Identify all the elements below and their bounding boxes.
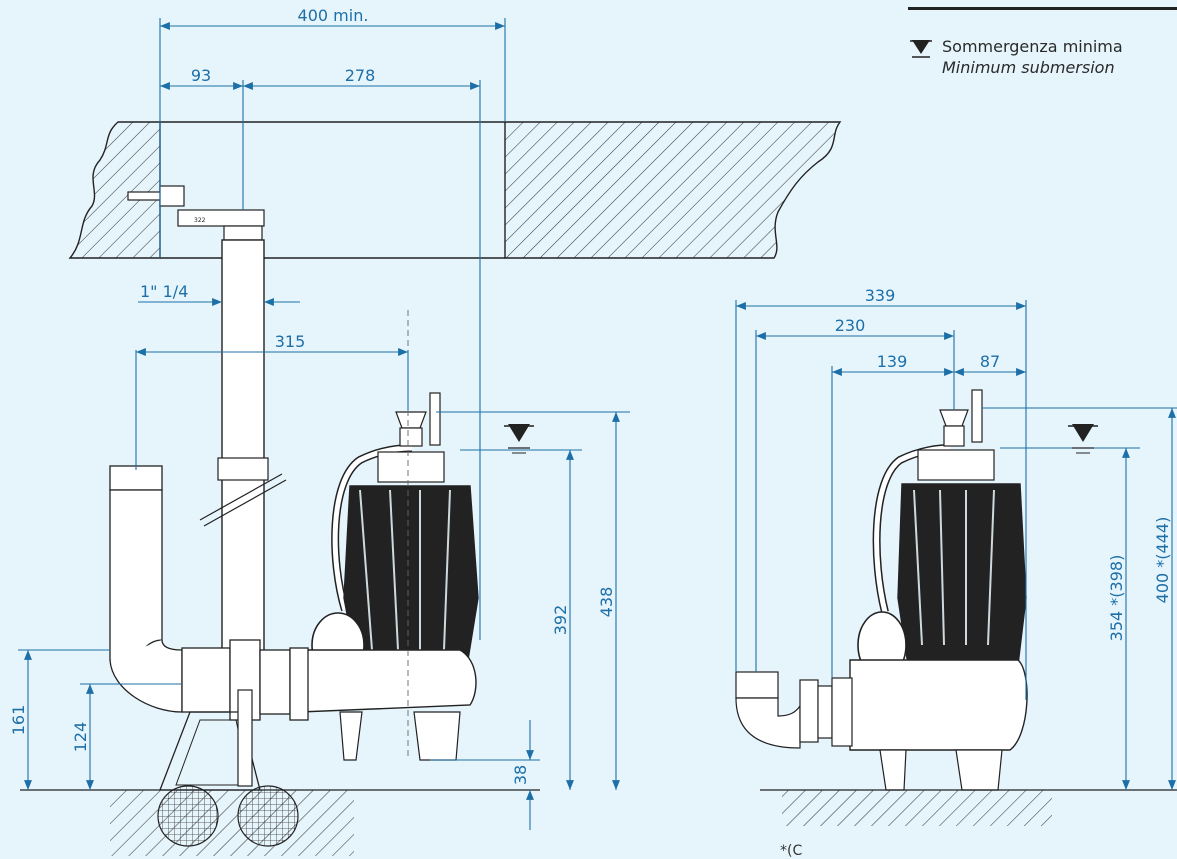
dim-float-height: 392	[551, 605, 570, 636]
ceiling-slab	[68, 121, 842, 259]
right-dimensions	[735, 300, 1177, 790]
left-pump	[299, 310, 479, 761]
dim-base-clearance: 38	[511, 765, 530, 785]
footnote: *(C	[780, 843, 803, 859]
dim-right-offset: 278	[345, 66, 376, 85]
dim-right-outlet-to-axis: 230	[835, 316, 866, 335]
left-dimensions	[18, 18, 630, 830]
dim-total-height: 438	[597, 587, 616, 618]
dim-outlet-height: 161	[9, 705, 28, 736]
legend: Sommergenza minima Minimum submersion	[942, 36, 1174, 78]
dim-foot-outlet-height: 124	[71, 722, 90, 753]
water-level-icon-right	[1068, 424, 1098, 454]
ground-left	[20, 785, 540, 856]
dim-right-float-height: 354 *(398)	[1107, 555, 1126, 642]
ground-right	[760, 789, 1177, 826]
bracket-mark: 322	[194, 217, 206, 224]
discharge-coupling	[109, 457, 309, 791]
dim-right-body-to-axis: 139	[877, 352, 908, 371]
legend-label: Sommergenza minima	[942, 37, 1123, 56]
dim-discharge-offset: 315	[275, 332, 306, 351]
dim-right-overall-width: 339	[865, 286, 896, 305]
dim-right-total-height: 400 *(444)	[1153, 517, 1172, 604]
water-level-icon	[910, 40, 932, 58]
dim-overall-width: 400 min.	[298, 6, 369, 25]
dim-left-offset: 93	[191, 66, 211, 85]
legend-label-en: Minimum submersion	[942, 58, 1115, 77]
legend-rule	[908, 7, 1177, 10]
dim-right-axis-to-side: 87	[980, 352, 1000, 371]
guide-pipe	[199, 239, 287, 661]
right-pump	[735, 389, 1028, 791]
water-level-icon-left	[504, 424, 534, 454]
dim-pipe-thread: 1" 1/4	[140, 282, 188, 301]
